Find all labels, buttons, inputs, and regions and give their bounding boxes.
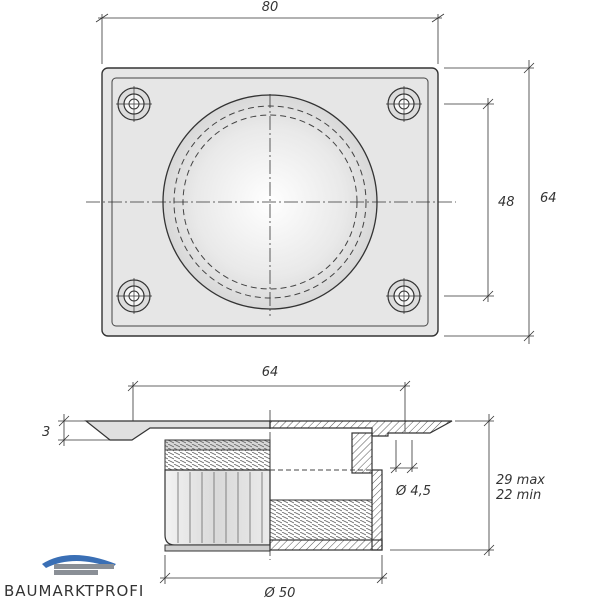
knurl-ribs (177, 472, 263, 543)
outer-wall-section (371, 469, 383, 551)
dimension-label-height-min: 22 min (496, 488, 541, 503)
dimension-label-80: 80 (262, 0, 279, 15)
base-section (269, 539, 383, 551)
screw-hole-top-right (386, 86, 422, 122)
dimension-plate-thickness: 3 (42, 414, 110, 446)
base-rim (164, 544, 271, 552)
dimension-label-3: 3 (42, 425, 50, 440)
thread-left (164, 439, 271, 471)
dimension-hole-spacing: 48 (444, 98, 515, 302)
dimension-hole-diameter: Ø 4,5 (390, 440, 431, 499)
dimension-body-diameter: Ø 50 (159, 555, 388, 600)
flange-left (84, 420, 271, 441)
brand-name: BAUMARKTPROFI (4, 582, 145, 600)
screw-hole-top-left (116, 86, 152, 122)
brand-logo-mark (42, 555, 116, 575)
dimension-top-height: 64 (444, 60, 557, 344)
dimension-top-width: 80 (95, 0, 445, 64)
dimension-height: 29 max 22 min (390, 414, 545, 556)
dimension-label-hole-diameter: Ø 4,5 (395, 484, 431, 499)
screw-hole-bottom-left (116, 278, 152, 314)
dimension-label-48: 48 (498, 195, 515, 210)
knurled-body-left (164, 469, 271, 546)
dimension-label-64-height: 64 (540, 191, 557, 206)
screw-hole-bottom-right (386, 278, 422, 314)
flange-right-section (269, 420, 453, 437)
inner-tube-section (351, 432, 373, 474)
inner-thread-section (269, 499, 373, 541)
dimension-label-64-side: 64 (262, 365, 279, 380)
dimension-label-body-diameter: Ø 50 (264, 586, 296, 600)
dimension-label-height-max: 29 max (496, 473, 545, 488)
top-view: 80 64 48 (86, 0, 557, 344)
side-view: 64 (42, 365, 545, 600)
